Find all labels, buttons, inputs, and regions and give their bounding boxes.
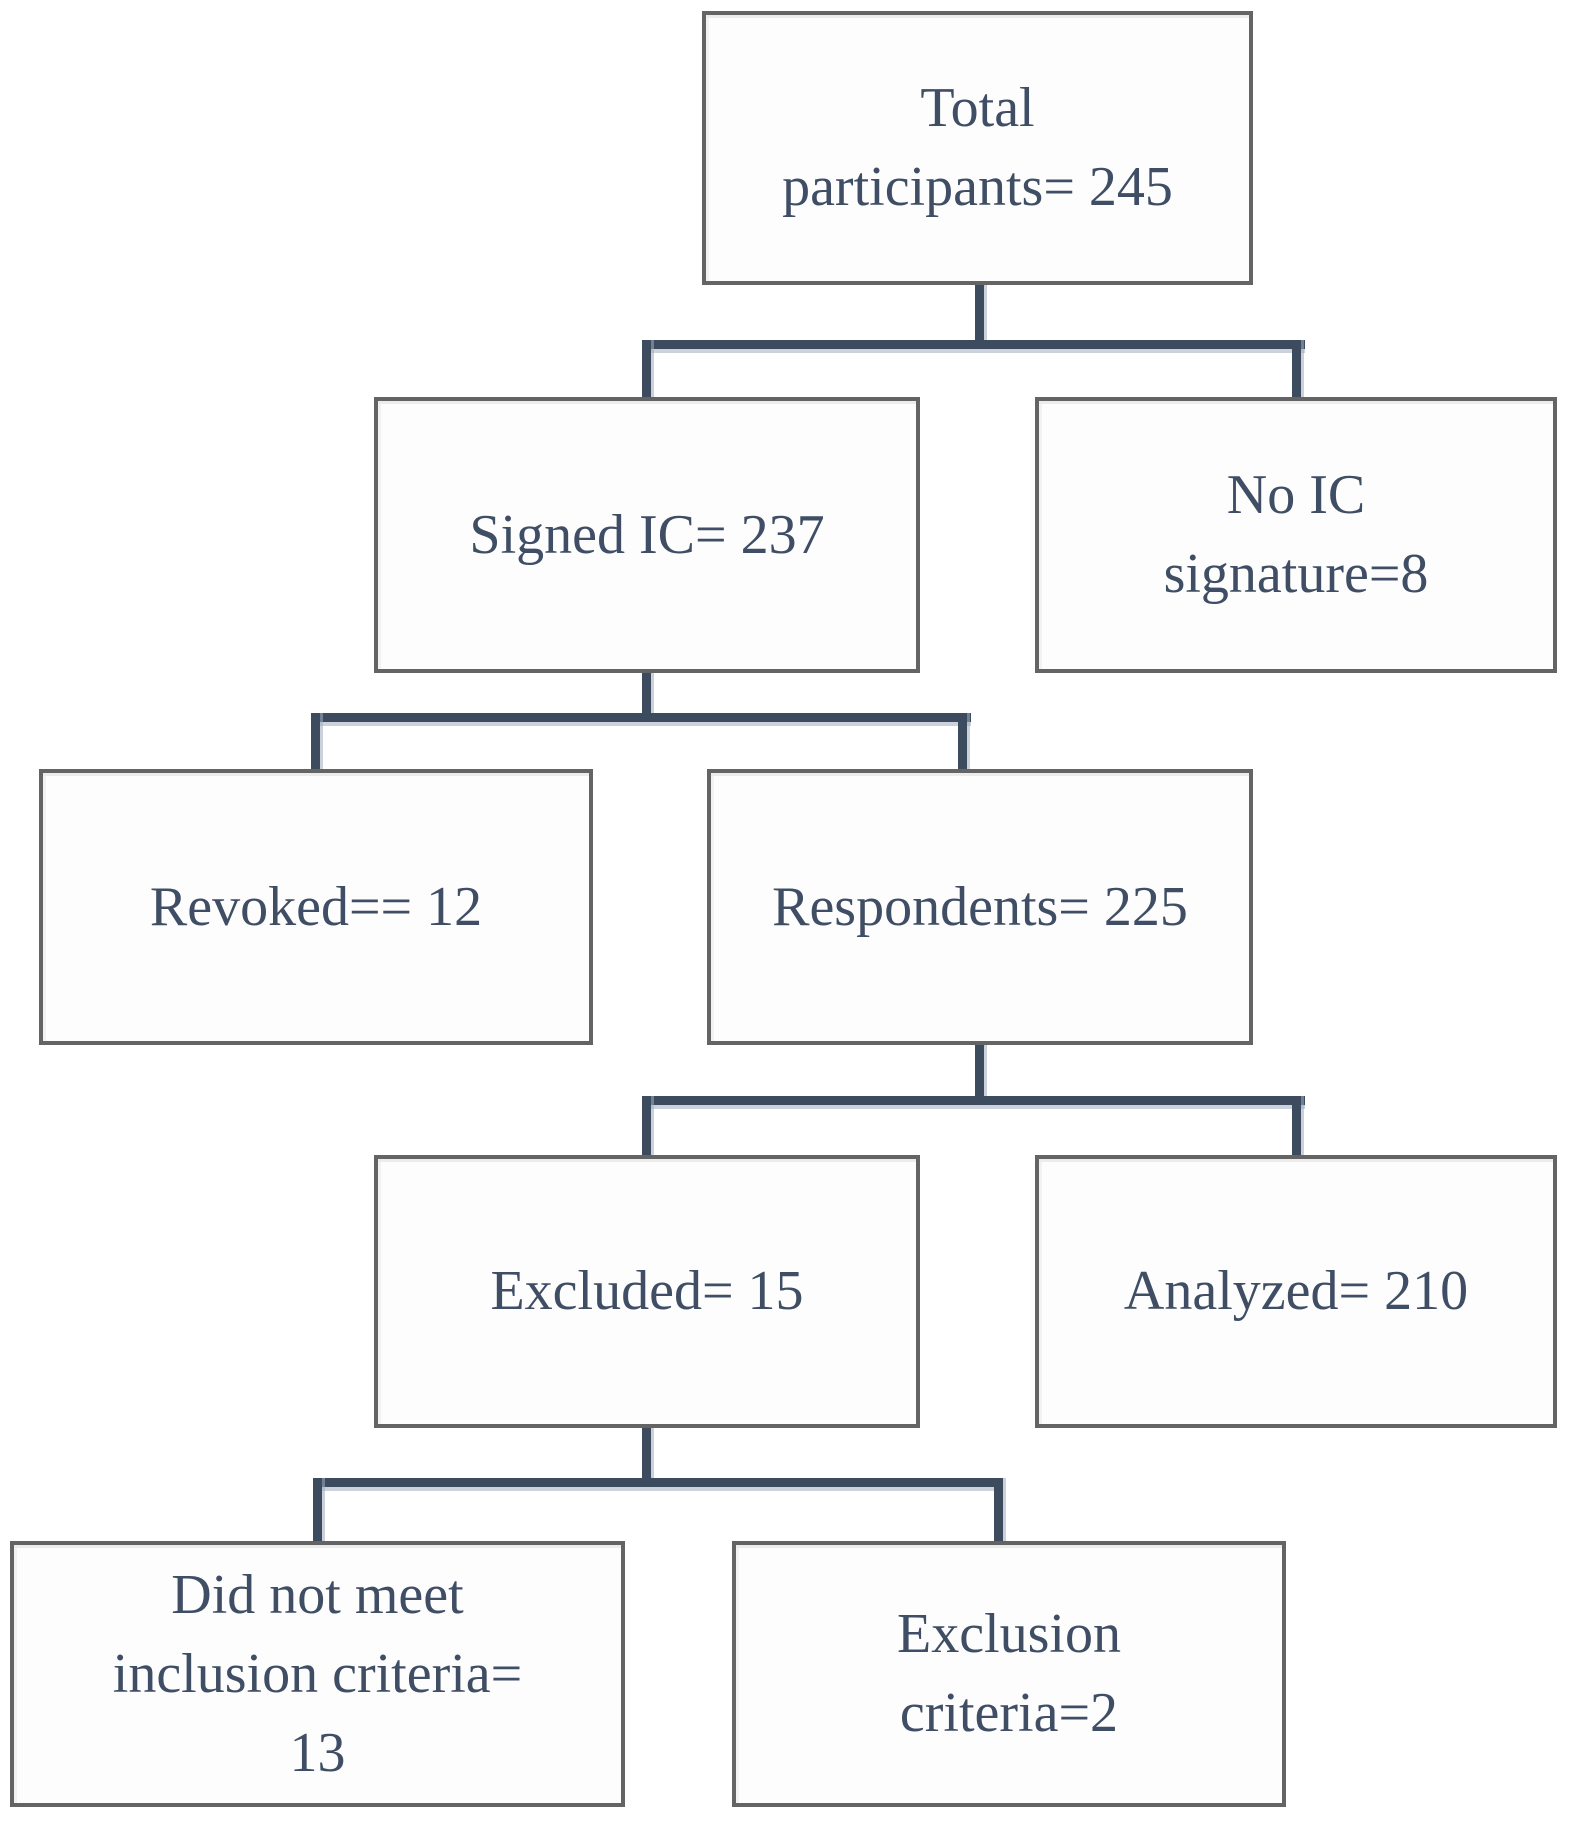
connector-drop-did-not-meet-inclusion: [313, 1478, 322, 1545]
connector-total-branch-bar: [643, 340, 1305, 349]
connector-total-stem: [975, 285, 984, 349]
flow-node-signed-ic: Signed IC= 237: [374, 397, 920, 673]
node-label: Signed IC= 237: [469, 496, 824, 575]
connector-drop-excluded: [642, 1096, 651, 1159]
flow-node-analyzed: Analyzed= 210: [1035, 1155, 1557, 1428]
node-label-line: Total: [920, 77, 1035, 139]
flow-node-did-not-meet-inclusion-criteria: Did not meet inclusion criteria= 13: [10, 1541, 625, 1807]
connector-signed-ic-branch-bar: [311, 713, 971, 722]
connector-excluded-stem: [642, 1428, 651, 1487]
node-label: No IC signature=8: [1164, 456, 1429, 614]
node-label: Exclusion criteria=2: [897, 1595, 1121, 1753]
node-label-line: Exclusion: [897, 1603, 1121, 1665]
node-label-line: criteria=2: [899, 1682, 1119, 1744]
node-label-line: participants= 245: [782, 156, 1173, 218]
flow-node-no-ic-signature: No IC signature=8: [1035, 397, 1557, 673]
node-label-line: Excluded= 15: [490, 1260, 804, 1322]
node-label-line: Signed IC= 237: [469, 503, 825, 566]
connector-drop-analyzed: [1292, 1096, 1301, 1159]
connector-drop-exclusion-criteria: [994, 1478, 1003, 1545]
flow-node-revoked: Revoked== 12: [39, 769, 593, 1045]
node-label: Excluded= 15: [490, 1252, 803, 1331]
node-label: Total participants= 245: [782, 69, 1173, 227]
node-label: Analyzed= 210: [1124, 1252, 1468, 1331]
flow-node-total-participants: Total participants= 245: [702, 11, 1253, 285]
connector-signed-ic-stem: [642, 673, 651, 722]
node-label-line: No IC: [1226, 464, 1366, 526]
node-label-line: signature=8: [1163, 543, 1429, 605]
connector-drop-no-ic-signature: [1292, 340, 1301, 401]
flow-node-exclusion-criteria: Exclusion criteria=2: [732, 1541, 1286, 1807]
node-label-line: Respondents= 225: [772, 875, 1188, 938]
node-label: Revoked== 12: [150, 868, 482, 947]
connector-drop-respondents: [958, 713, 967, 773]
node-label-line: Did not meet: [171, 1563, 464, 1626]
node-label: Respondents= 225: [772, 868, 1188, 947]
connector-drop-signed-ic: [642, 340, 651, 401]
node-label-line: Revoked== 12: [149, 875, 483, 938]
node-label-line: Analyzed= 210: [1123, 1260, 1469, 1322]
connector-drop-revoked: [311, 713, 320, 773]
connector-respondents-stem: [975, 1045, 984, 1105]
node-label-line: inclusion criteria=: [112, 1642, 523, 1705]
flow-node-respondents: Respondents= 225: [707, 769, 1253, 1045]
connector-excluded-branch-bar: [313, 1478, 1003, 1487]
node-label: Did not meet inclusion criteria= 13: [113, 1556, 522, 1793]
flow-node-excluded: Excluded= 15: [374, 1155, 920, 1428]
connector-respondents-branch-bar: [643, 1096, 1305, 1105]
node-label-line: 13: [289, 1721, 346, 1784]
